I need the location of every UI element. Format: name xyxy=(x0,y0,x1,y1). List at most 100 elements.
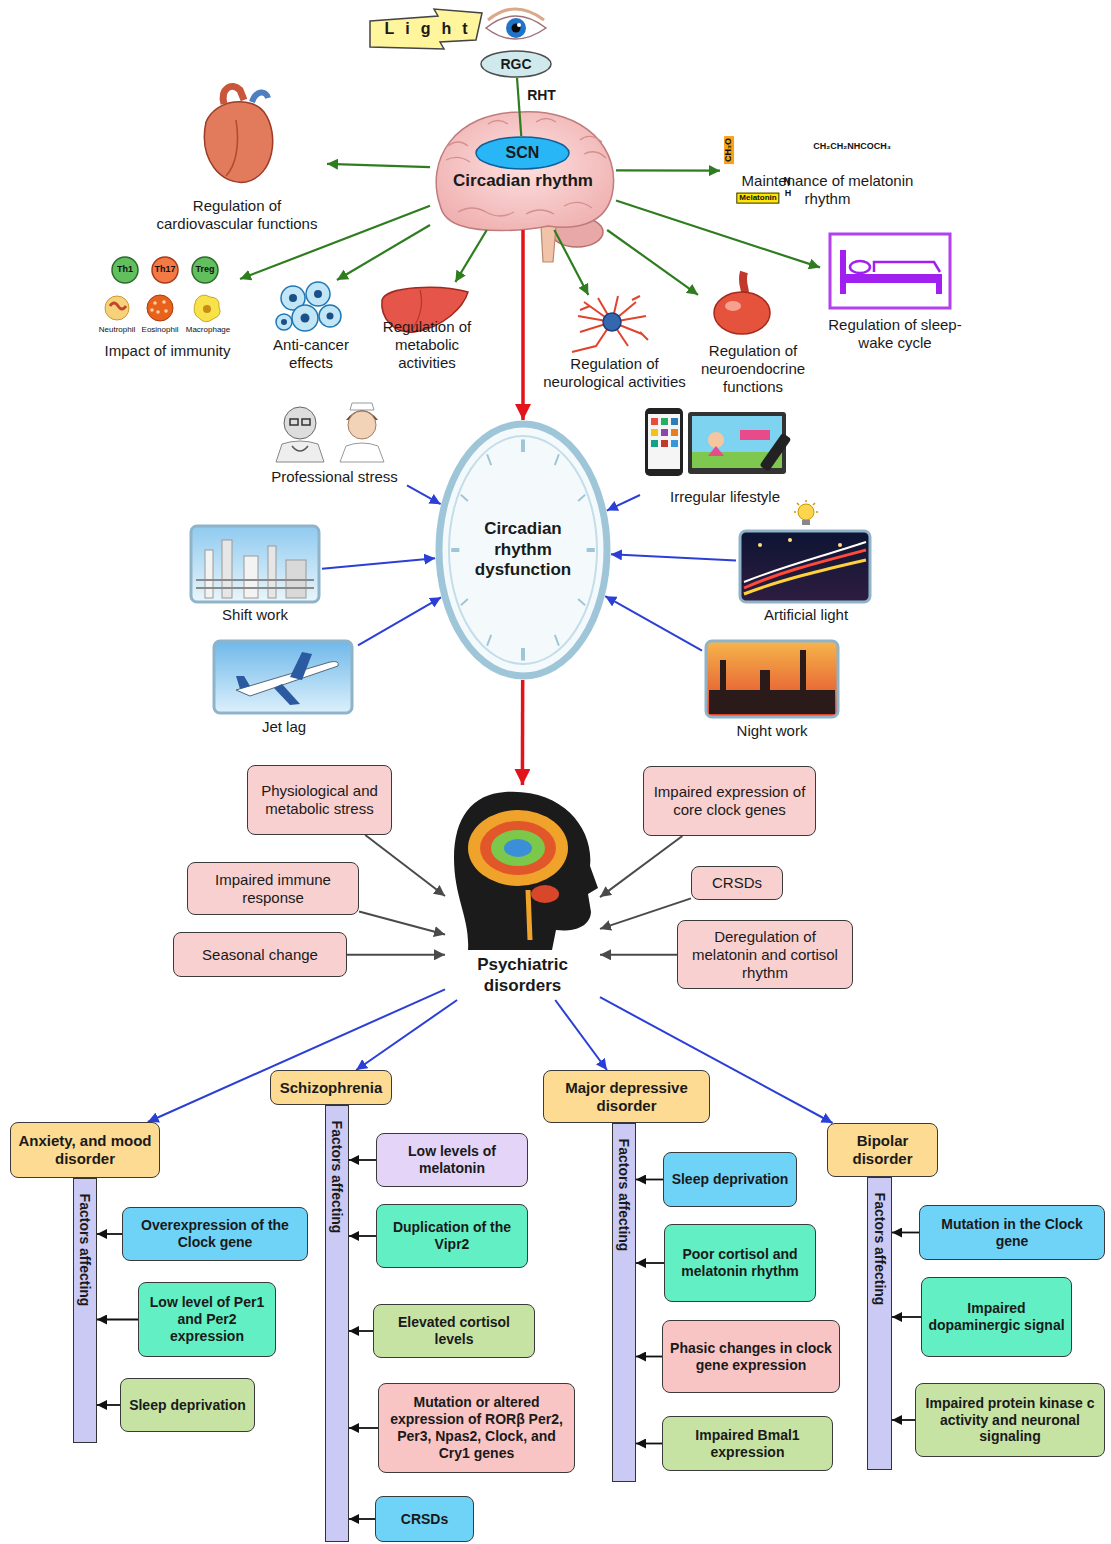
connector-arrow xyxy=(322,558,435,569)
ellipse-outline xyxy=(476,137,569,169)
factor-box: Impaired dopaminergic signal xyxy=(921,1277,1072,1357)
neuron-illustration-part xyxy=(572,296,648,352)
connector-arrow xyxy=(349,1427,378,1429)
cancer-cells-part xyxy=(314,290,322,298)
professional-figures-part xyxy=(340,443,384,462)
node-text: Anti-cancer effects xyxy=(271,336,351,372)
heart-illustration-part xyxy=(226,120,238,176)
connector-arrow xyxy=(636,1443,662,1445)
brain-region: Circadian rhythmSCN xyxy=(430,108,616,230)
chemical-group: CH₂CH₂NHCOCH₃ xyxy=(813,142,891,152)
professional-figures xyxy=(276,403,384,462)
head-illustration-part xyxy=(491,830,545,866)
eye-icon-part xyxy=(486,16,546,39)
professional-figures-part xyxy=(350,403,374,410)
clock-rim xyxy=(449,436,597,664)
connector-arrow xyxy=(455,230,486,282)
molecule-tag: Melatonin xyxy=(736,193,779,204)
node-text: Impaired Bmal1 expression xyxy=(669,1427,826,1461)
cancer-cells-part xyxy=(301,314,310,323)
connector-arrow xyxy=(349,1518,375,1520)
brain-illustration-part xyxy=(541,226,556,262)
artificial-light-photo xyxy=(740,500,870,602)
connector-arrow xyxy=(407,485,441,504)
disorder-box: Schizophrenia xyxy=(270,1070,392,1105)
bed-icon-part xyxy=(850,261,870,273)
connector-arrow xyxy=(521,230,525,420)
factors-bar: Factors affecting xyxy=(867,1177,892,1470)
function-icon: Regulation of cardiovascular functions xyxy=(147,85,327,237)
node-text: Psychiatric disorders xyxy=(451,955,594,996)
connector-arrow xyxy=(607,230,698,295)
artificial-light-photo-part xyxy=(794,500,818,512)
cell-caption: Neutrophil xyxy=(99,326,135,335)
device-icons-part xyxy=(661,440,668,447)
clock-tick xyxy=(587,548,595,552)
neuron-illustration xyxy=(572,296,648,352)
rotated-label: Factors affecting xyxy=(77,1193,94,1306)
function-icon: Regulation of neuroendocrine functions xyxy=(698,268,808,400)
immune-cells-part xyxy=(110,303,126,309)
connector-arrow xyxy=(616,169,720,172)
factor-icon: Shift work xyxy=(188,522,322,628)
professional-figures-part xyxy=(292,446,308,451)
factor-box: Elevated cortisol levels xyxy=(373,1304,535,1358)
cell-label: Treg xyxy=(195,265,214,275)
head-illustration-part xyxy=(528,890,530,940)
device-icons-part xyxy=(759,433,791,472)
brain-illustration-part xyxy=(446,119,606,217)
factor-box: Mutation in the Clock gene xyxy=(919,1205,1105,1260)
night-work-photo-part xyxy=(706,641,838,717)
professional-figures-part xyxy=(290,419,298,425)
immune-cells-part xyxy=(156,310,160,314)
pituitary-illustration-part xyxy=(725,301,741,311)
function-icon: Regulation of neurological activities xyxy=(537,295,692,395)
node-text: Phasic changes in clock gene expression xyxy=(669,1340,833,1374)
shift-work-photo xyxy=(191,526,319,602)
connector-arrow xyxy=(521,680,525,785)
factor-icon: Jet lag xyxy=(210,636,358,740)
connector-arrow xyxy=(359,911,445,934)
artificial-light-photo-part xyxy=(744,542,866,582)
eye-icon-part xyxy=(512,24,521,33)
factor-box: CRSDs xyxy=(375,1496,474,1542)
node-text: Regulation of cardiovascular functions xyxy=(153,197,321,233)
node-text: Mutation or altered expression of RORβ P… xyxy=(385,1394,568,1461)
immune-cells-part xyxy=(150,308,154,312)
bed-icon-part xyxy=(840,250,846,294)
clock-tick xyxy=(461,599,468,605)
cancer-cells-part xyxy=(319,305,341,327)
node-text: Overexpression of the Clock gene xyxy=(129,1217,301,1251)
connector-arrow xyxy=(358,597,441,645)
node-text: Sleep deprivation xyxy=(129,1397,246,1414)
rotated-label: Factors affecting xyxy=(616,1138,633,1251)
node-text: Circadian rhythm dysfunction xyxy=(464,519,582,580)
factors-bar: Factors affecting xyxy=(73,1178,97,1443)
head-illustration-part xyxy=(480,821,556,875)
cell-label: Th1 xyxy=(117,265,133,275)
device-icons-part xyxy=(645,408,683,476)
shift-work-photo-part xyxy=(191,526,319,602)
device-icons-part xyxy=(661,429,668,436)
connector-arrow xyxy=(600,954,677,956)
factor-box: Sleep deprivation xyxy=(120,1378,255,1432)
night-work-photo-part xyxy=(709,650,835,714)
professional-figures-part xyxy=(302,419,310,425)
head-illustration xyxy=(454,792,598,950)
node-text: Duplication of the Vipr2 xyxy=(383,1219,521,1253)
cause-box: Deregulation of melatonin and cortisol r… xyxy=(677,920,853,989)
clock-tick xyxy=(451,548,459,552)
brain-illustration xyxy=(436,112,613,262)
connector-arrow xyxy=(607,495,640,511)
device-icons xyxy=(645,408,791,476)
node-text: Shift work xyxy=(222,606,288,624)
factor-box: Low levels of melatonin xyxy=(376,1133,528,1187)
atom-label: N xyxy=(783,176,790,187)
artificial-light-photo-part xyxy=(838,543,842,547)
professional-figures-part xyxy=(276,441,324,462)
device-icons-part xyxy=(648,414,680,469)
node-text: Professional stress xyxy=(271,468,398,486)
immune-cells-part xyxy=(203,305,211,313)
node-text: Regulation of metabolic activities xyxy=(368,318,486,372)
